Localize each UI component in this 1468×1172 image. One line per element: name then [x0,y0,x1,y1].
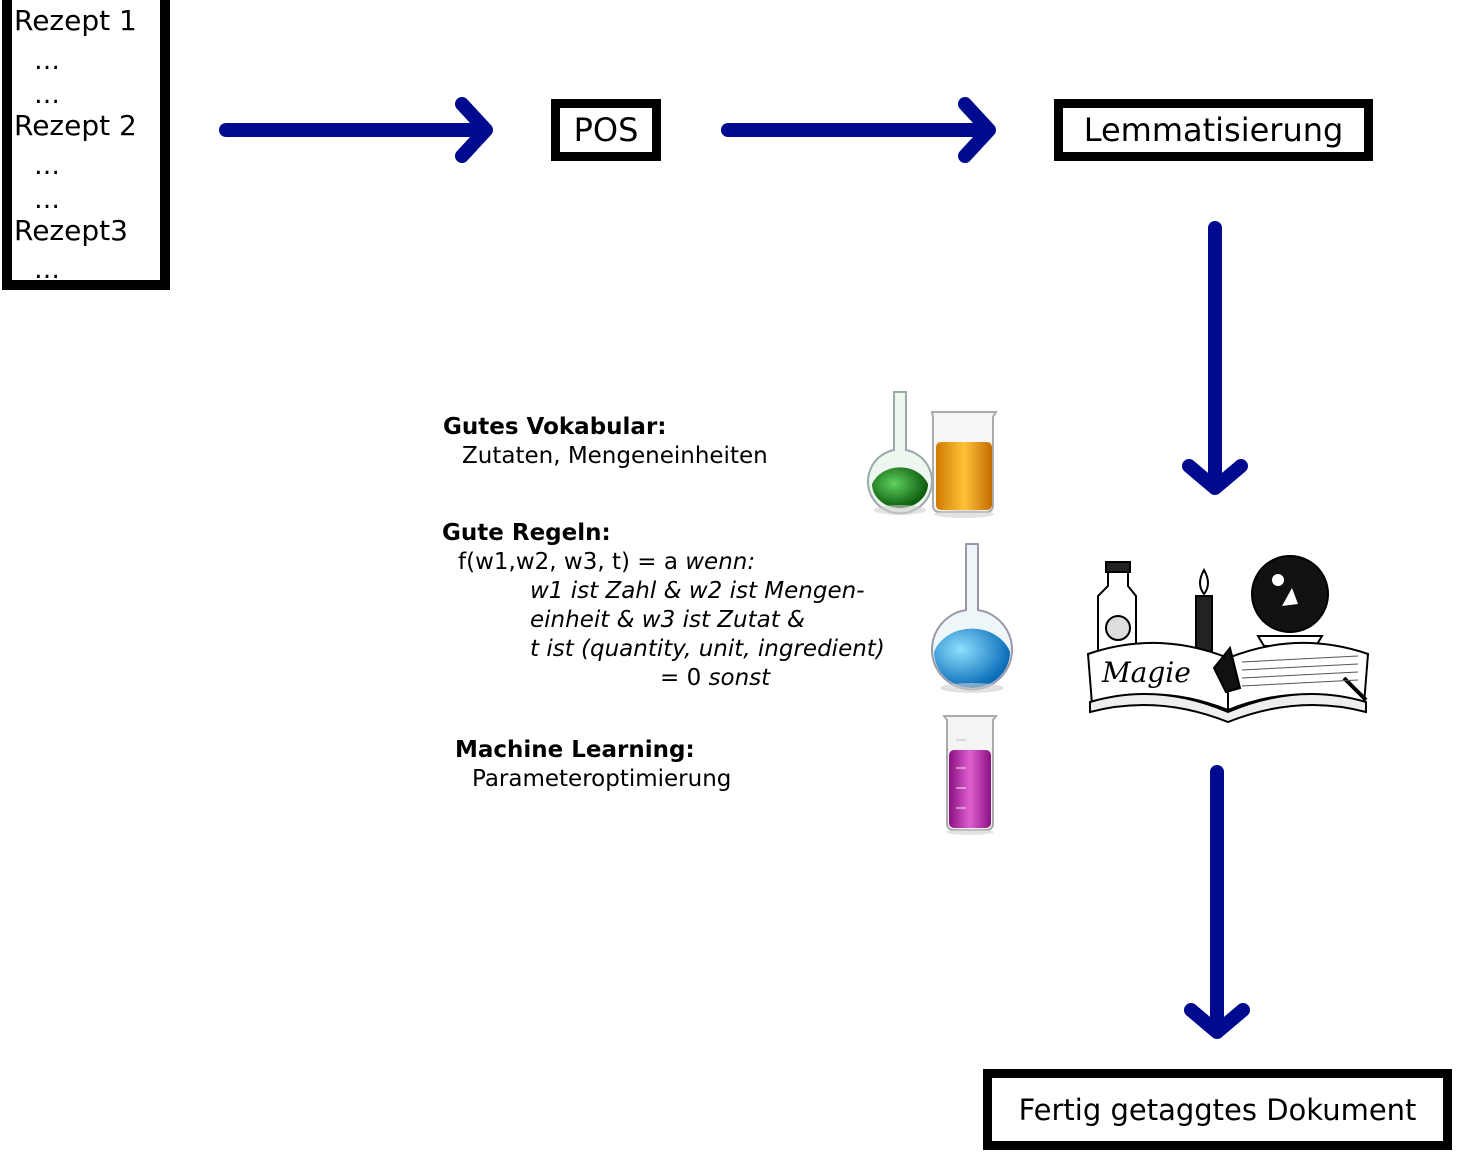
arrow-recipes-to-pos [219,97,493,163]
flask-and-beaker-icon [867,391,998,518]
arrow-pos-to-lemmatisierung [721,97,996,163]
magenta-beaker-icon [942,715,998,835]
recipe-1-ellipsis-2: … [34,80,61,110]
recipe-3-label: Rezept3 [14,214,128,247]
arrow-magic-to-document [1184,765,1250,1039]
rules-heading: Gute Regeln: [442,520,611,546]
magic-book-icon: Magie [1086,555,1370,724]
recipe-1-label: Rezept 1 [14,4,137,37]
recipe-list-box: Rezept 1 … … Rezept 2 … … Rezept3 … [2,0,170,290]
lemmatisierung-step-label: Lemmatisierung [1083,111,1344,149]
recipe-2-label: Rezept 2 [14,109,137,142]
rules-else-line: = 0 sonst [660,665,770,691]
recipe-1-ellipsis-1: … [34,46,61,76]
magic-label: Magie [1101,656,1191,689]
rules-condition-1: w1 ist Zahl & w2 ist Mengen- [530,578,865,604]
ml-text: Parameteroptimierung [472,766,732,792]
pos-step-box: POS [551,99,661,161]
final-document-label: Fertig getaggtes Dokument [1018,1092,1417,1127]
recipe-3-ellipsis-1: … [34,255,61,285]
rules-else-value: = 0 [660,665,702,691]
final-document-box: Fertig getaggtes Dokument [983,1069,1452,1150]
blue-flask-icon [931,543,1013,693]
recipe-2-ellipsis-1: … [34,151,61,181]
vocab-text: Zutaten, Mengeneinheiten [462,443,768,469]
rules-formula: f(w1,w2, w3, t) = a [458,549,678,575]
rules-condition-2: einheit & w3 ist Zutat & [530,607,805,633]
rules-wenn: wenn: [685,549,756,575]
vocab-heading: Gutes Vokabular: [443,414,667,440]
recipe-2-ellipsis-2: … [34,185,61,215]
lemmatisierung-step-box: Lemmatisierung [1054,99,1373,161]
ml-heading: Machine Learning: [455,737,695,763]
rules-else-word: sonst [708,665,771,691]
rules-formula-line: f(w1,w2, w3, t) = a wenn: [458,549,755,575]
rules-condition-3: t ist (quantity, unit, ingredient) [530,636,885,662]
arrow-lemmatisierung-to-magic [1182,221,1248,495]
pos-step-label: POS [573,111,639,149]
